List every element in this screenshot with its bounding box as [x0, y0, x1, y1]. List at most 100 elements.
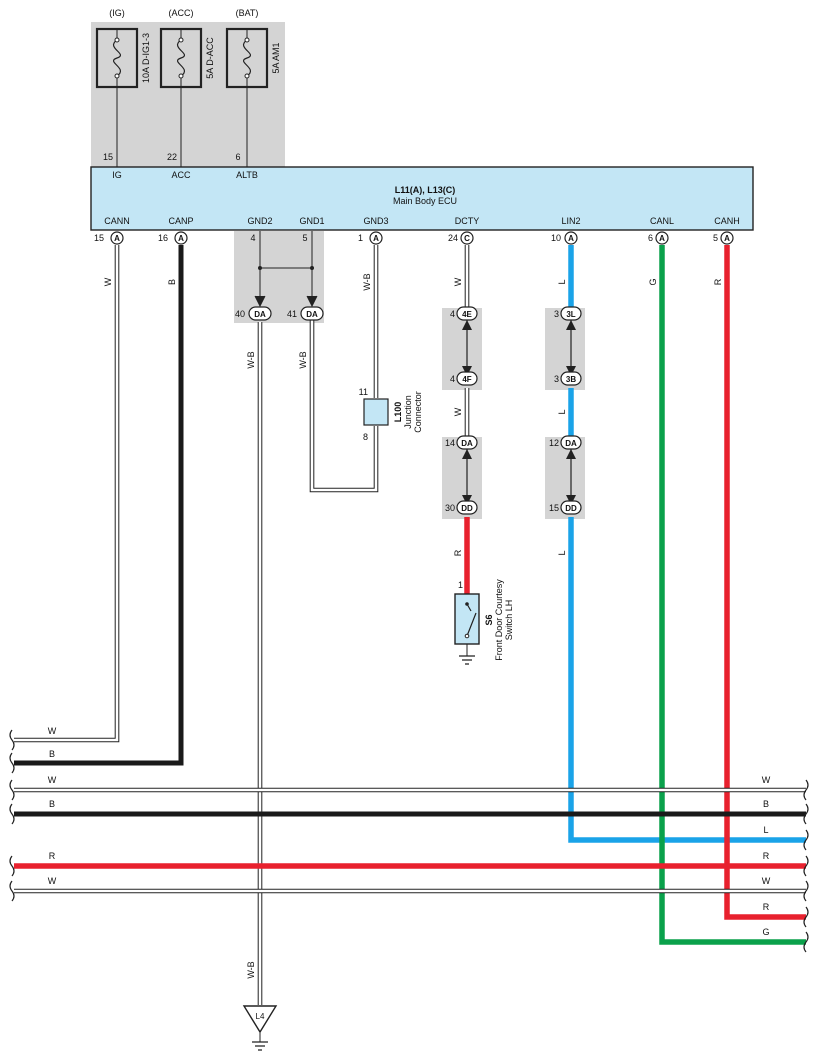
connector-code: A [373, 234, 379, 243]
wire-canl-g [659, 245, 806, 945]
ecu-pin-canh: CANH [714, 216, 740, 226]
bus-label-right: W [762, 775, 771, 785]
wire-color-label: W-B [246, 351, 256, 368]
connector-code: DA [306, 310, 318, 319]
ecu-pin-canl: CANL [650, 216, 674, 226]
ecu-pin-gnd2: GND2 [247, 216, 272, 226]
connector-code: A [659, 234, 665, 243]
ground-triangle [242, 1005, 278, 1034]
dcty-connector-da: 14 DA [445, 435, 478, 459]
ecu-pin-cann: CANN [104, 216, 130, 226]
wire-color-label: W [103, 277, 113, 286]
bus-label-right: G [762, 927, 769, 937]
pin-number: 40 [235, 309, 245, 319]
wire-color-label: W [453, 407, 463, 416]
switch-name-2: Switch LH [504, 600, 514, 641]
wire-lin2-l [568, 245, 806, 843]
bus-label-left: B [49, 799, 55, 809]
ecu-connector-dcty: 24 C [448, 231, 474, 245]
ecu-terminal-acc: ACC [171, 170, 191, 180]
junction-code: L100 [393, 402, 403, 423]
bus-label-right: B [763, 799, 769, 809]
ecu-pin-canp: CANP [168, 216, 193, 226]
dcty-connector-4e: 4 4E [450, 306, 478, 330]
wire-color-label: R [713, 278, 723, 285]
ecu-pin-lin2: LIN2 [561, 216, 580, 226]
connector-code: C [464, 234, 470, 243]
wire-color-label: W [453, 277, 463, 286]
connector-code: A [724, 234, 730, 243]
connector-code: 3B [566, 375, 576, 384]
bus-label-left: R [49, 851, 56, 861]
pin-number: 4 [450, 309, 455, 319]
lin-connector-dd: 15 DD [549, 495, 582, 515]
left-break-marks [9, 729, 15, 902]
bus-label-left: W [48, 876, 57, 886]
switch-pin: 1 [458, 580, 463, 590]
connector-code: DD [461, 504, 473, 513]
connector-code: 4E [462, 310, 472, 319]
wire-color-label: L [557, 550, 567, 555]
ecu-pin-number: 22 [167, 152, 177, 162]
fuse-block-shading [91, 22, 285, 167]
ground-icon [252, 1041, 268, 1051]
wire-color-label: L [557, 409, 567, 414]
bus-label-right: R [763, 851, 770, 861]
ecu-connector-canh: 5 A [713, 231, 734, 245]
switch-ground-icon [459, 655, 475, 665]
connector-code: DA [461, 439, 473, 448]
pin-number: 12 [549, 438, 559, 448]
wire-color-label: W-B [298, 351, 308, 368]
pin-number: 1 [358, 233, 363, 243]
wire-color-label: G [648, 278, 658, 285]
wire-cann-w [14, 245, 120, 743]
bus-label-left: W [48, 726, 57, 736]
ecu-terminal-altb: ALTB [236, 170, 258, 180]
ecu-pin-gnd3: GND3 [363, 216, 388, 226]
fuse-d-acc: (ACC) 5A D-ACC 22 [159, 8, 215, 167]
front-door-courtesy-switch: 1 S6 Front Door Courtesy Switch LH [454, 579, 514, 665]
pin-number: 16 [158, 233, 168, 243]
ecu-pin-number: 6 [235, 152, 240, 162]
lin-connector-da: 12 DA [549, 435, 582, 459]
fuse-element [243, 39, 251, 77]
fuse-d-ig1-3: (IG) 10A D-IG1-3 15 [95, 8, 151, 167]
wire-canh-r [724, 245, 806, 920]
pin-number: 5 [713, 233, 718, 243]
wire-color-label: W-B [246, 961, 256, 978]
connector-code: DD [565, 504, 577, 513]
ecu-connector-lin2: 10 A [551, 231, 578, 245]
connector-code: DA [565, 439, 577, 448]
junction-connector-l100: 11 8 L100 Junction Connector [359, 387, 423, 442]
lin-connector-3l: 3 3L [554, 306, 582, 330]
connector-code: DA [254, 310, 266, 319]
connector-code: 3L [566, 310, 575, 319]
wire-color-label: L [557, 279, 567, 284]
junction-name-1: Junction [403, 395, 413, 429]
pin-number: 30 [445, 503, 455, 513]
pin-number-gnd1: 5 [302, 233, 307, 243]
ecu-connector-gnd3: 1 A [358, 231, 383, 245]
fuse-source-label: (BAT) [236, 8, 259, 18]
pin-number: 24 [448, 233, 458, 243]
ecu-terminal-ig: IG [112, 170, 122, 180]
fuse-source-label: (ACC) [169, 8, 194, 18]
lin-connector-3b: 3 3B [554, 366, 582, 386]
connector-code: A [178, 234, 184, 243]
pin-number: 3 [554, 309, 559, 319]
junction-pin-top: 11 [359, 387, 368, 397]
ecu-connector-cann: 15 A [94, 231, 124, 245]
bus-label-left: B [49, 749, 55, 759]
fuse-rating-label: 5A AM1 [271, 42, 281, 73]
fuse-am1: (BAT) 5A AM1 6 [225, 8, 281, 167]
pin-number: 14 [445, 438, 455, 448]
dcty-connector-4f: 4 4F [450, 366, 478, 386]
pin-number: 3 [554, 374, 559, 384]
ground-connector-40: 40 DA [235, 295, 272, 321]
fuse-source-label: (IG) [109, 8, 125, 18]
wire-canp-b [14, 245, 184, 766]
ecu-name: Main Body ECU [393, 196, 457, 206]
fuse-rating-label: 5A D-ACC [205, 37, 215, 79]
bus-label-right: W [762, 876, 771, 886]
